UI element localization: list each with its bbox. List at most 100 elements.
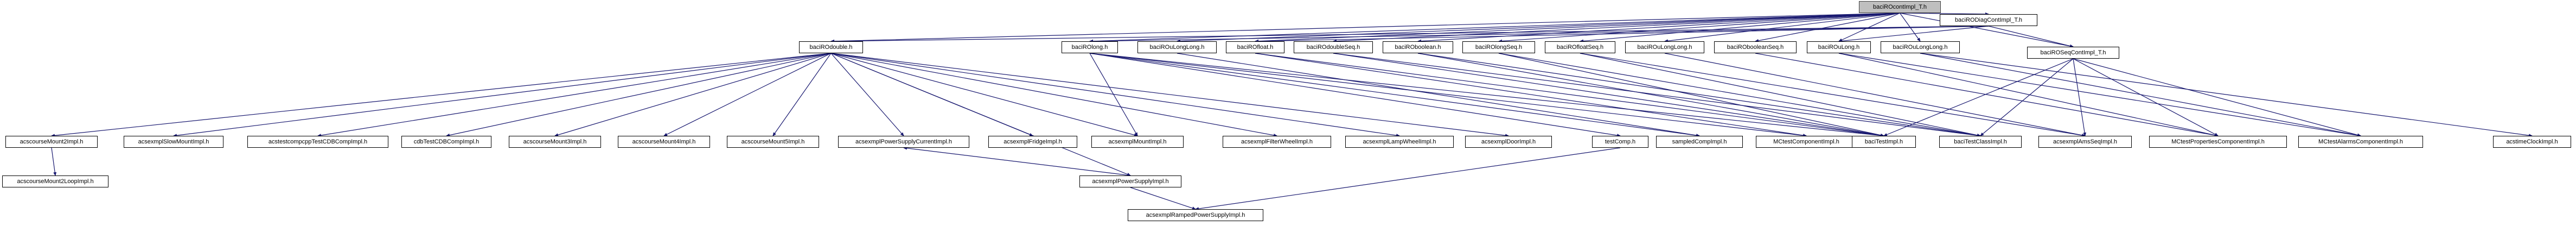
- graph-edge: [1089, 53, 1700, 137]
- graph-edge: [1177, 12, 1900, 43]
- graph-edge: [1089, 53, 1138, 136]
- graph-node-label: baciTestClassImpl.h: [1954, 138, 2007, 145]
- graph-node-label: acscourseMount2Impl.h: [20, 138, 84, 145]
- graph-node[interactable]: baciROdouble.h: [799, 41, 863, 53]
- graph-edge: [1900, 12, 1989, 16]
- graph-node[interactable]: acsexmplAmsSeqImpl.h: [2038, 136, 2132, 148]
- graph-edge: [1498, 12, 1900, 43]
- graph-node-label: baciRODiagContImpl_T.h: [1954, 16, 2023, 23]
- graph-node[interactable]: acscourseMount3Impl.h: [509, 136, 601, 148]
- graph-node-label: baciROdoubleSeq.h: [1306, 43, 1360, 51]
- graph-node[interactable]: baciRObooleanSeq.h: [1714, 41, 1797, 53]
- graph-node-label: acsexmplRampedPowerSupplyImpl.h: [1146, 211, 1245, 218]
- graph-node[interactable]: baciROuLongLong.h: [1625, 41, 1704, 53]
- graph-node[interactable]: MCtestAlarmsComponentImpl.h: [2298, 136, 2423, 148]
- graph-edge: [1498, 53, 1981, 137]
- graph-node[interactable]: acsexmplLampWheelImpl.h: [1345, 136, 1454, 148]
- graph-node[interactable]: acscourseMount5Impl.h: [727, 136, 819, 148]
- graph-node-label: baciROlong.h: [1071, 43, 1108, 51]
- graph-edge: [1580, 53, 2086, 137]
- graph-edge: [1900, 12, 2074, 48]
- graph-node[interactable]: acscourseMount2LoopImpl.h: [2, 175, 108, 187]
- graph-node-label: baciROuLong.h: [1818, 43, 1860, 51]
- graph-node[interactable]: baciROlongSeq.h: [1462, 41, 1535, 53]
- graph-node[interactable]: baciRODiagContImpl_T.h: [1940, 14, 2037, 26]
- graph-node[interactable]: baciROuLong.h: [1807, 41, 1871, 53]
- graph-node-label: MCtestAlarmsComponentImpl.h: [2318, 138, 2403, 145]
- graph-edge: [1883, 58, 2074, 136]
- graph-edge: [2073, 58, 2087, 136]
- graph-edge: [830, 53, 1138, 137]
- graph-node-label: acsexmplMountImpl.h: [1108, 138, 1167, 145]
- graph-node[interactable]: sampledCompImpl.h: [1656, 136, 1743, 148]
- graph-node-label: baciRObooleanSeq.h: [1727, 43, 1784, 51]
- graph-node[interactable]: testComp.h: [1592, 136, 1648, 148]
- graph-edge: [1980, 58, 2074, 136]
- graph-edge: [1333, 53, 1884, 137]
- graph-node[interactable]: acsexmplPowerSupplyCurrentImpl.h: [838, 136, 969, 148]
- graph-node-label: acsexmplPowerSupplyImpl.h: [1092, 178, 1169, 185]
- graph-edge: [51, 53, 832, 137]
- graph-node[interactable]: baciROuLongLong.h: [1881, 41, 1960, 53]
- graph-node[interactable]: baciTestClassImpl.h: [1939, 136, 2022, 148]
- graph-node[interactable]: baciROfloat.h: [1226, 41, 1284, 53]
- graph-node-label: baciROuLongLong.h: [1893, 43, 1948, 51]
- graph-node[interactable]: acscourseMount2Impl.h: [5, 136, 98, 148]
- graph-node-label: acsexmplLampWheelImpl.h: [1363, 138, 1436, 145]
- graph-node[interactable]: acstimeClockImpl.h: [2493, 136, 2571, 148]
- graph-edge: [1255, 26, 1989, 43]
- graph-edge: [1664, 53, 2086, 137]
- graph-edge: [830, 53, 904, 136]
- graph-edge: [317, 53, 832, 137]
- graph-edge: [1988, 26, 2074, 48]
- graph-node[interactable]: MCtestPropertiesComponentImpl.h: [2149, 136, 2287, 148]
- graph-edge: [903, 146, 1131, 176]
- graph-edge: [1664, 12, 1900, 43]
- graph-node-label: baciROcontImpl_T.h: [1872, 3, 1927, 10]
- graph-node[interactable]: MCtestComponentImpl.h: [1756, 136, 1857, 148]
- graph-node-label: MCtestPropertiesComponentImpl.h: [2171, 138, 2265, 145]
- graph-edge: [1838, 53, 2361, 137]
- graph-node[interactable]: acstestcompcppTestCDBCompImpl.h: [247, 136, 388, 148]
- graph-node-label: acsexmplDoorImpl.h: [1481, 138, 1536, 145]
- graph-node[interactable]: acsexmplFridgeImpl.h: [988, 136, 1077, 148]
- graph-edge: [830, 26, 1989, 43]
- graph-node[interactable]: acsexmplMountImpl.h: [1091, 136, 1184, 148]
- graph-edge: [830, 53, 1277, 137]
- graph-node[interactable]: baciROfloatSeq.h: [1545, 41, 1615, 53]
- graph-edge: [830, 53, 1131, 176]
- graph-node[interactable]: acsexmplSlowMountImpl.h: [124, 136, 223, 148]
- graph-node[interactable]: cdbTestCDBCompImpl.h: [401, 136, 491, 148]
- graph-edge: [1333, 12, 1900, 43]
- graph-edge: [772, 53, 832, 136]
- graph-node[interactable]: acsexmplDoorImpl.h: [1465, 136, 1552, 148]
- graph-node[interactable]: baciTestImpl.h: [1852, 136, 1916, 148]
- graph-node-label: baciROdouble.h: [809, 43, 853, 51]
- graph-edge: [1417, 53, 1981, 137]
- graph-node-label: MCtestComponentImpl.h: [1773, 138, 1839, 145]
- graph-edge: [1838, 12, 1900, 42]
- graph-node[interactable]: acscourseMount4Impl.h: [618, 136, 710, 148]
- graph-node-label: sampledCompImpl.h: [1672, 138, 1727, 145]
- graph-edge: [1089, 53, 1621, 137]
- graph-node[interactable]: baciROSeqContImpl_T.h: [2027, 47, 2119, 59]
- graph-node-label: acstestcompcppTestCDBCompImpl.h: [268, 138, 368, 145]
- graph-edge: [1333, 53, 1981, 137]
- graph-node[interactable]: acsexmplFilterWheelImpl.h: [1223, 136, 1331, 148]
- graph-node[interactable]: baciROboolean.h: [1383, 41, 1453, 53]
- graph-edge: [1089, 53, 1807, 137]
- graph-node[interactable]: baciROdoubleSeq.h: [1294, 41, 1373, 53]
- graph-node[interactable]: acsexmplPowerSupplyImpl.h: [1079, 175, 1181, 187]
- graph-node[interactable]: acsexmplRampedPowerSupplyImpl.h: [1128, 209, 1263, 221]
- graph-edge: [1417, 12, 1900, 43]
- graph-node[interactable]: baciROcontImpl_T.h: [1859, 1, 1941, 13]
- graph-edge: [446, 53, 832, 137]
- graph-node[interactable]: baciROuLongLong.h: [1137, 41, 1217, 53]
- graph-node[interactable]: baciROlong.h: [1062, 41, 1118, 53]
- graph-node-label: acsexmplFilterWheelImpl.h: [1241, 138, 1313, 145]
- graph-edge: [1089, 53, 1884, 137]
- graph-node-label: baciROuLongLong.h: [1637, 43, 1692, 51]
- graph-node-label: baciROboolean.h: [1395, 43, 1441, 51]
